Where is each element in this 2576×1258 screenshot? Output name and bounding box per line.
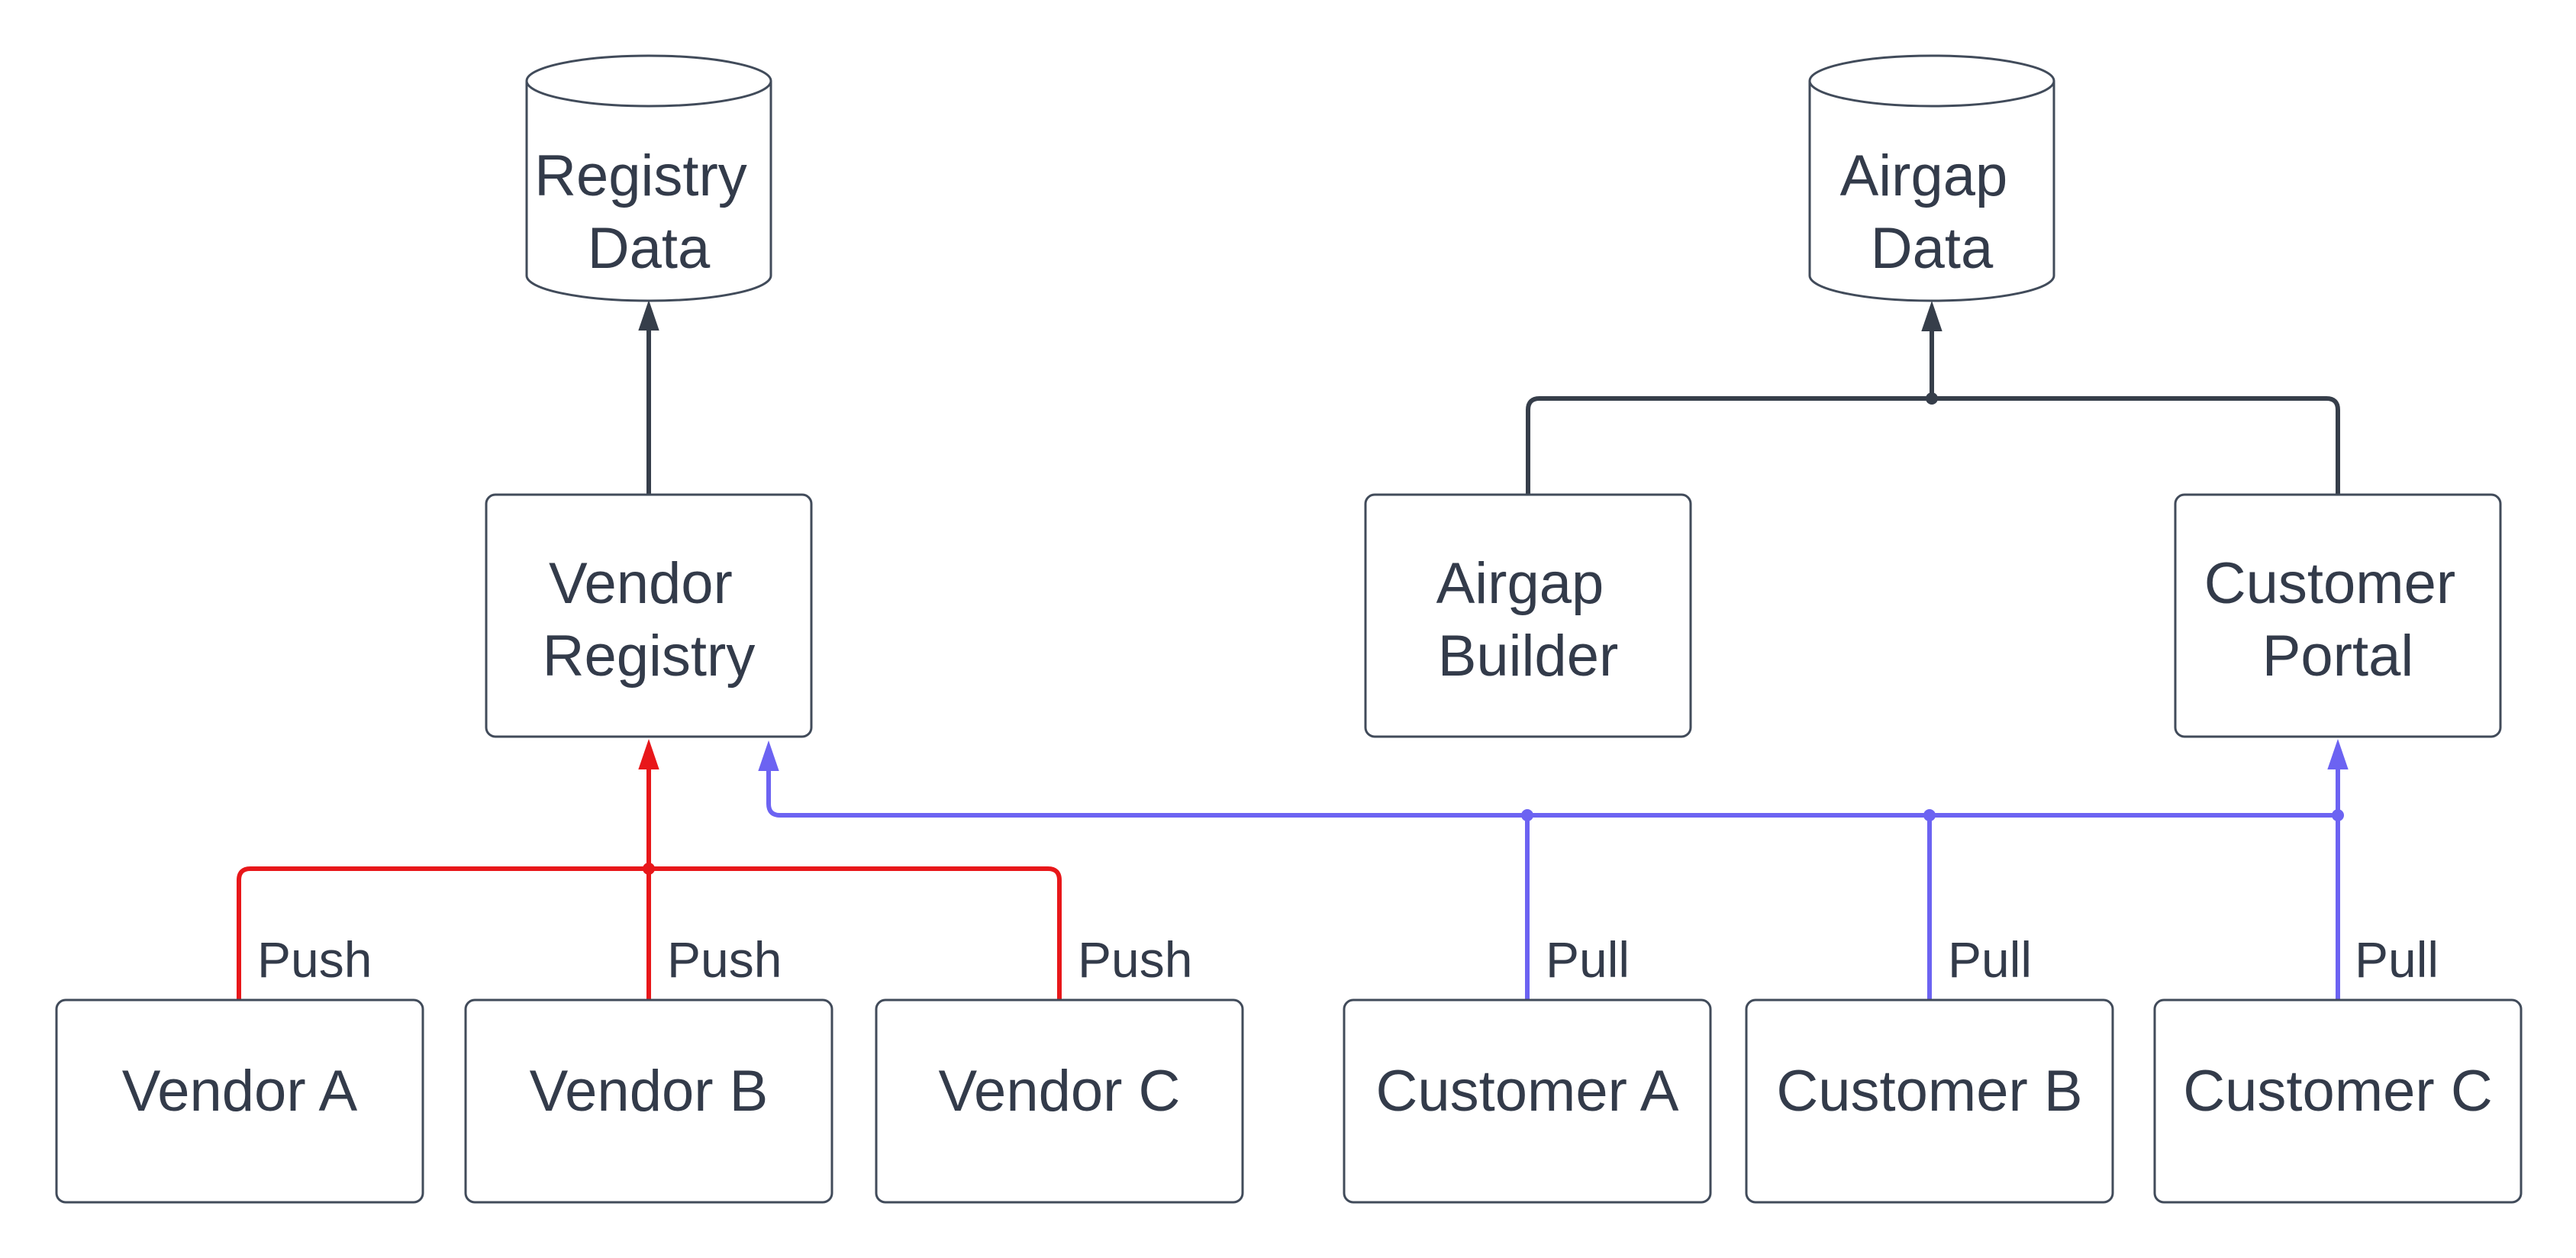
pull-label-customer-a: Pull xyxy=(1546,931,1630,988)
registry-data-label-line2: Data xyxy=(588,216,711,281)
airgap-data-label-line1: Airgap xyxy=(1840,144,2008,208)
customer-a-label: Customer A xyxy=(1375,1059,1678,1124)
node-registry-data: Registry Data xyxy=(525,54,772,302)
junction-pull-a xyxy=(1521,809,1533,821)
junction-pull-c xyxy=(2332,809,2344,821)
cylinder-top xyxy=(525,54,772,108)
airgap-builder-box xyxy=(1364,493,1692,738)
customer-c-label: Customer C xyxy=(2183,1059,2492,1124)
push-label-vendor-b: Push xyxy=(667,931,782,988)
node-vendor-b: Vendor B xyxy=(464,998,833,1204)
vendor-registry-label: Vendor Registry xyxy=(543,551,756,689)
registry-data-label: Registry Data xyxy=(534,144,763,281)
node-airgap-data: Airgap Data xyxy=(1808,54,2055,302)
edge-builder-portal-bracket xyxy=(1526,396,2340,495)
airgap-builder-label: Airgap Builder xyxy=(1436,551,1620,689)
node-customer-portal: Customer Portal xyxy=(2174,493,2502,738)
node-customer-a: Customer A xyxy=(1343,998,1712,1204)
vendor-registry-label-line1: Vendor xyxy=(549,551,733,616)
airgap-data-label-line2: Data xyxy=(1871,216,1994,281)
push-label-vendor-c: Push xyxy=(1078,931,1192,988)
customer-b-label: Customer B xyxy=(1776,1059,2082,1124)
pull-label-customer-c: Pull xyxy=(2355,931,2439,988)
customer-portal-label-line1: Customer xyxy=(2204,551,2455,616)
node-vendor-registry: Vendor Registry xyxy=(485,493,813,738)
vendor-registry-box xyxy=(485,493,813,738)
node-vendor-c: Vendor C xyxy=(875,998,1244,1204)
customer-c-box xyxy=(2153,998,2523,1204)
edge-pull-rail-to-vendor-registry xyxy=(758,740,2338,818)
registry-data-label-line1: Registry xyxy=(534,144,747,208)
customer-a-box xyxy=(1343,998,1712,1204)
customer-b-box xyxy=(1745,998,2114,1204)
node-customer-c: Customer C xyxy=(2153,998,2523,1204)
pull-label-customer-b: Pull xyxy=(1948,931,2032,988)
airgap-builder-label-line1: Airgap xyxy=(1436,551,1604,616)
edges-dark xyxy=(638,300,2340,495)
node-airgap-builder: Airgap Builder xyxy=(1364,493,1692,738)
vendor-a-label: Vendor A xyxy=(122,1059,358,1124)
cylinder-top xyxy=(1808,54,2055,108)
vendor-c-label: Vendor C xyxy=(939,1059,1181,1124)
junction-dark xyxy=(1926,392,1938,405)
customer-portal-box xyxy=(2174,493,2502,738)
customer-portal-label: Customer Portal xyxy=(2204,551,2472,689)
vendor-b-label: Vendor B xyxy=(530,1059,769,1124)
push-label-vendor-a: Push xyxy=(257,931,372,988)
cylinder-body xyxy=(1810,81,2054,276)
node-vendor-a: Vendor A xyxy=(55,998,424,1204)
edges-push xyxy=(237,739,1062,1000)
junction-push xyxy=(643,863,655,875)
vendor-registry-label-line2: Registry xyxy=(543,624,756,689)
vendor-b-box xyxy=(464,998,833,1204)
junction-pull-b xyxy=(1923,809,1936,821)
cylinder-body xyxy=(527,81,771,276)
customer-portal-label-line2: Portal xyxy=(2262,624,2414,689)
vendor-a-box xyxy=(55,998,424,1204)
airgap-data-label: Airgap Data xyxy=(1840,144,2024,281)
vendor-c-box xyxy=(875,998,1244,1204)
edges-pull xyxy=(758,739,2349,1000)
node-customer-b: Customer B xyxy=(1745,998,2114,1204)
airgap-builder-label-line2: Builder xyxy=(1438,624,1619,689)
edge-labels: Push Push Push Pull Pull Pull xyxy=(257,931,2439,988)
